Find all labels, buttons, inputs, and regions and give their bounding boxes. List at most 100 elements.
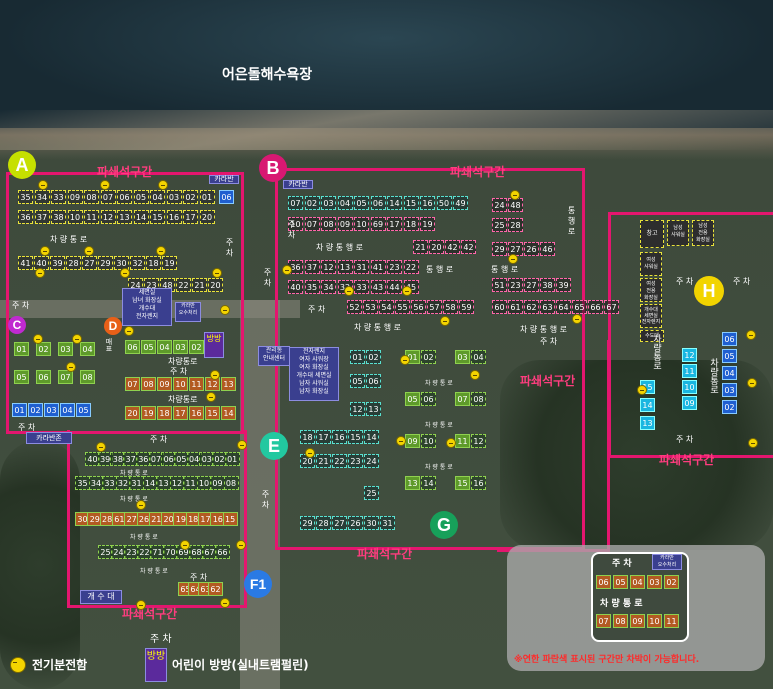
campsite[interactable]: 15 <box>348 430 363 444</box>
campsite[interactable]: 10 <box>67 210 83 224</box>
campsite[interactable]: 03 <box>58 342 73 356</box>
campsite[interactable]: 20 <box>208 278 223 292</box>
campsite[interactable]: 13 <box>117 210 132 224</box>
campsite[interactable]: 13 <box>221 377 236 391</box>
campsite[interactable]: 61 <box>508 300 523 314</box>
campsite[interactable]: 38 <box>51 210 66 224</box>
campsite[interactable]: 41 <box>18 256 33 270</box>
campsite[interactable]: 53 <box>363 300 378 314</box>
campsite[interactable]: 12 <box>682 348 697 362</box>
campsite[interactable]: 25 <box>492 218 507 232</box>
campsite[interactable]: 06 <box>125 340 140 354</box>
campsite[interactable]: 23 <box>387 260 402 274</box>
campsite[interactable]: 09 <box>630 614 645 628</box>
campsite[interactable]: 05 <box>350 374 365 388</box>
campsite[interactable]: 15 <box>205 406 220 420</box>
campsite[interactable]: 02 <box>36 342 51 356</box>
campsite[interactable]: 62 <box>208 582 223 596</box>
campsite[interactable]: 05 <box>405 392 420 406</box>
campsite[interactable]: 05 <box>141 340 156 354</box>
campsite[interactable]: 40 <box>85 452 100 466</box>
campsite[interactable]: 62 <box>524 300 539 314</box>
campsite[interactable]: 41 <box>370 260 386 274</box>
campsite[interactable]: 04 <box>722 366 737 380</box>
campsite[interactable]: 11 <box>682 364 697 378</box>
campsite[interactable]: 08 <box>321 217 336 231</box>
campsite[interactable]: 54 <box>379 300 394 314</box>
campsite[interactable]: 10 <box>647 614 662 628</box>
campsite[interactable]: 27 <box>524 278 539 292</box>
campsite[interactable]: 35 <box>75 476 90 490</box>
campsite[interactable]: 69 <box>370 217 386 231</box>
campsite[interactable]: 34 <box>34 190 50 204</box>
campsite[interactable]: 18 <box>157 406 172 420</box>
campsite[interactable]: 29 <box>300 516 315 530</box>
campsite[interactable]: 07 <box>455 392 470 406</box>
campsite[interactable]: 06 <box>219 190 234 204</box>
campsite[interactable]: 03 <box>44 403 59 417</box>
campsite[interactable]: 04 <box>60 403 75 417</box>
campsite[interactable]: 19 <box>141 406 156 420</box>
campsite[interactable]: 24 <box>364 454 379 468</box>
zone-b-marker[interactable]: B <box>259 154 287 182</box>
campsite[interactable]: 70 <box>163 545 178 559</box>
campsite[interactable]: 02 <box>421 350 436 364</box>
campsite[interactable]: 14 <box>221 406 236 420</box>
campsite[interactable]: 04 <box>150 190 165 204</box>
campsite[interactable]: 06 <box>36 370 51 384</box>
campsite[interactable]: 04 <box>186 452 202 466</box>
campsite[interactable]: 03 <box>173 340 188 354</box>
campsite[interactable]: 33 <box>51 190 66 204</box>
zone-g-marker[interactable]: G <box>430 511 458 539</box>
campsite[interactable]: 29 <box>492 242 507 256</box>
zone-e-marker[interactable]: E <box>260 432 288 460</box>
campsite[interactable]: 05 <box>722 349 737 363</box>
campsite[interactable]: 02 <box>189 340 204 354</box>
zone-c-marker[interactable]: C <box>8 316 26 334</box>
campsite[interactable]: 10 <box>196 476 212 490</box>
campsite[interactable]: 23 <box>508 278 523 292</box>
campsite[interactable]: 18 <box>403 217 419 231</box>
campsite[interactable]: 42 <box>445 240 460 254</box>
campsite[interactable]: 11 <box>664 614 679 628</box>
campsite[interactable]: 14 <box>387 196 402 210</box>
campsite[interactable]: 18 <box>185 512 201 526</box>
campsite[interactable]: 11 <box>84 210 99 224</box>
campsite[interactable]: 46 <box>540 242 555 256</box>
campsite[interactable]: 26 <box>524 242 539 256</box>
campsite[interactable]: 04 <box>337 196 353 210</box>
campsite[interactable]: 60 <box>492 300 507 314</box>
campsite[interactable]: 22 <box>332 454 347 468</box>
campsite[interactable]: 16 <box>471 476 486 490</box>
campsite[interactable]: 14 <box>421 476 436 490</box>
campsite[interactable]: 14 <box>640 398 655 412</box>
campsite[interactable]: 65 <box>572 300 587 314</box>
campsite[interactable]: 06 <box>722 332 737 346</box>
campsite[interactable]: 28 <box>66 256 81 270</box>
campsite[interactable]: 09 <box>682 396 697 410</box>
campsite[interactable]: 05 <box>354 196 369 210</box>
campsite[interactable]: 44 <box>387 280 402 294</box>
campsite[interactable]: 24 <box>492 198 507 212</box>
campsite[interactable]: 17 <box>316 430 331 444</box>
campsite[interactable]: 22 <box>137 545 152 559</box>
campsite[interactable]: 03 <box>321 196 336 210</box>
campsite[interactable]: 06 <box>421 392 436 406</box>
campsite[interactable]: 10 <box>354 217 369 231</box>
zone-h-marker[interactable]: H <box>694 276 724 306</box>
campsite[interactable]: 03 <box>166 190 182 204</box>
campsite[interactable]: 13 <box>337 260 353 274</box>
campsite[interactable]: 17 <box>387 217 402 231</box>
campsite[interactable]: 22 <box>403 260 419 274</box>
campsite[interactable]: 06 <box>366 374 381 388</box>
campsite[interactable]: 12 <box>350 402 365 416</box>
campsite[interactable]: 21 <box>192 278 207 292</box>
campsite[interactable]: 14 <box>142 476 158 490</box>
campsite[interactable]: 21 <box>413 240 428 254</box>
campsite[interactable]: 12 <box>321 260 336 274</box>
campsite[interactable]: 15 <box>455 476 470 490</box>
campsite[interactable]: 40 <box>288 280 303 294</box>
campsite[interactable]: 57 <box>427 300 442 314</box>
campsite[interactable]: 37 <box>304 260 320 274</box>
campsite[interactable]: 39 <box>50 256 65 270</box>
